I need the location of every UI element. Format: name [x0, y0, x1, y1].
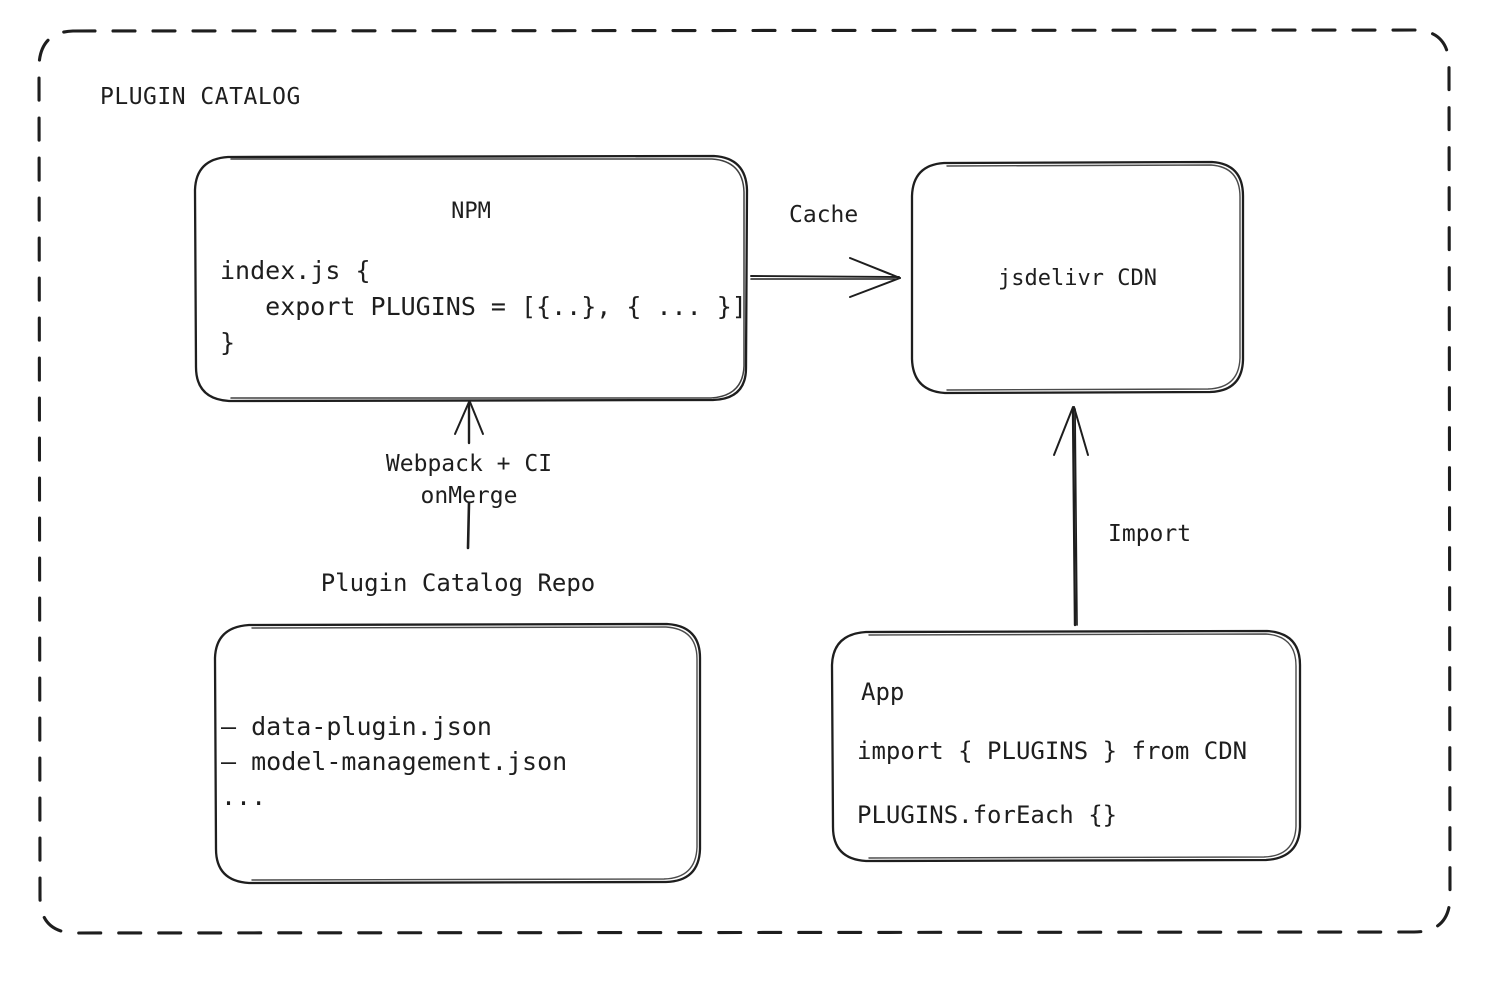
plugin-catalog-container-border — [37, 28, 1452, 935]
npm-node-title: NPM — [451, 199, 491, 224]
npm-node-shape — [193, 154, 749, 403]
edge-label-import: Import — [1108, 521, 1192, 547]
app-node-shape — [830, 629, 1302, 863]
edge-label-cache: Cache — [789, 202, 859, 228]
app-node-title: App — [861, 678, 905, 706]
container-title: PLUGIN CATALOG — [100, 84, 301, 110]
repo-file-line-1: – data-plugin.json — [221, 712, 492, 741]
app-code-line-1: import { PLUGINS } from CDN — [857, 737, 1248, 765]
cdn-node-shape — [910, 160, 1245, 395]
npm-code-line-1: index.js { — [220, 256, 371, 285]
edge-npm-to-cdn-arrow — [750, 257, 901, 298]
edge-repo-to-npm-arrow — [454, 401, 484, 550]
repo-file-line-3: ... — [221, 782, 267, 811]
repo-node-shape — [213, 622, 702, 885]
repo-file-line-2: – model-management.json — [221, 747, 568, 776]
edge-label-onmerge: onMerge — [420, 483, 518, 509]
repo-node-caption: Plugin Catalog Repo — [320, 569, 596, 597]
cdn-node-title: jsdelivr CDN — [998, 266, 1157, 291]
npm-code-line-3: } — [220, 328, 236, 357]
edge-app-to-cdn-arrow — [1053, 406, 1089, 627]
npm-code-line-2: export PLUGINS = [{..}, { ... }] — [220, 292, 747, 321]
edge-label-webpack-ci: Webpack + CI — [385, 451, 553, 477]
app-code-line-2: PLUGINS.forEach {} — [857, 801, 1118, 829]
